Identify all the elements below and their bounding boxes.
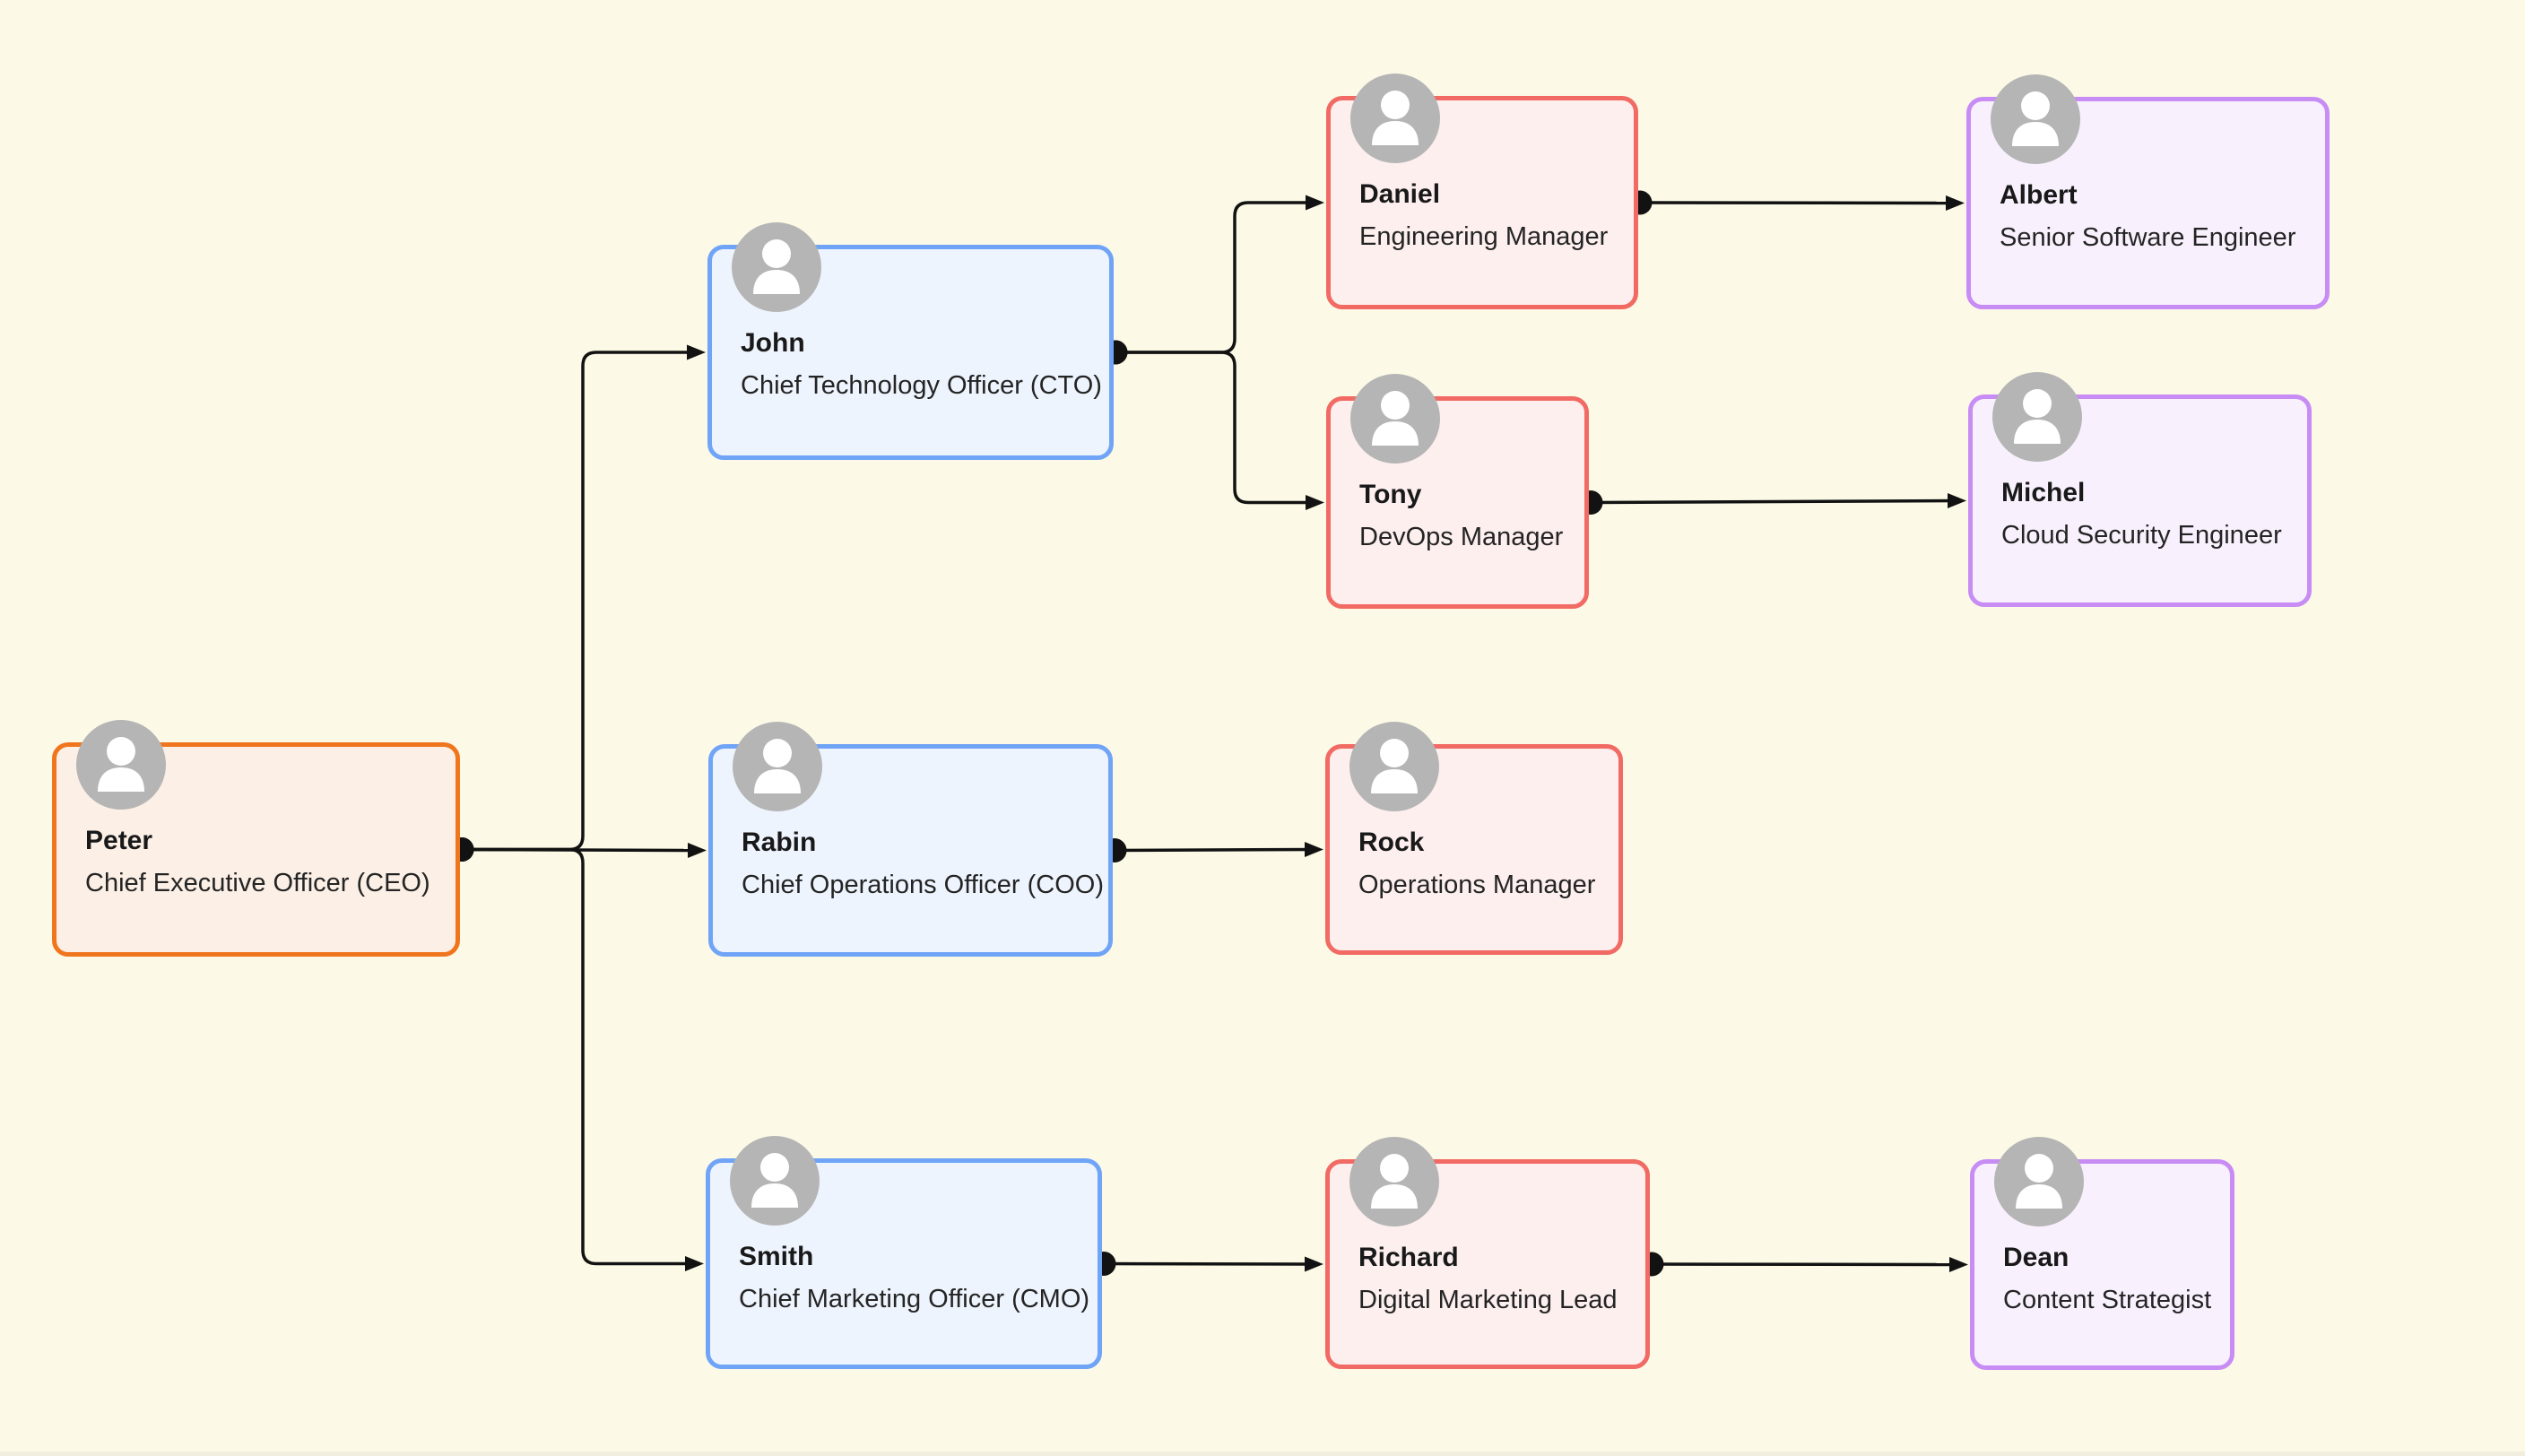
person-name: Tony	[1359, 480, 1422, 509]
edge-arrowhead	[1305, 842, 1323, 857]
org-node-tony[interactable]: Tony DevOps Manager	[1326, 374, 1589, 609]
edge-tony-michel	[1578, 490, 1966, 515]
edge-arrowhead	[1949, 1257, 1968, 1272]
edge-arrowhead	[685, 1256, 704, 1271]
org-node-rabin[interactable]: Rabin Chief Operations Officer (COO)	[708, 722, 1113, 957]
org-node-michel[interactable]: Michel Cloud Security Engineer	[1968, 372, 2312, 607]
avatar-icon	[1349, 1137, 1439, 1226]
edge-richard-dean	[1639, 1252, 1968, 1277]
edge-daniel-albert	[1627, 190, 1965, 215]
edge-peter-john	[449, 344, 706, 862]
person-name: Rock	[1358, 828, 1425, 857]
person-role: Cloud Security Engineer	[2001, 521, 2282, 550]
edge-arrowhead	[688, 843, 707, 858]
edge-arrowhead	[1306, 195, 1324, 211]
person-role: Chief Technology Officer (CTO)	[741, 371, 1102, 400]
edge-peter-smith	[449, 837, 704, 1271]
avatar-icon	[1991, 74, 2080, 164]
person-name: Dean	[2003, 1243, 2069, 1272]
avatar-icon	[733, 722, 822, 811]
org-node-john[interactable]: John Chief Technology Officer (CTO)	[707, 222, 1114, 460]
person-role: DevOps Manager	[1359, 523, 1564, 551]
person-name: John	[741, 328, 805, 358]
edge-arrowhead	[1948, 493, 1966, 508]
avatar-icon	[1994, 1137, 2084, 1226]
avatar-icon	[730, 1136, 820, 1226]
person-name: Michel	[2001, 478, 2086, 507]
edge-arrowhead	[687, 344, 706, 360]
person-name: Smith	[739, 1242, 814, 1271]
avatar-icon	[1992, 372, 2082, 462]
canvas-bottom-edge	[0, 1452, 2525, 1456]
edge-arrowhead	[1306, 495, 1324, 510]
org-node-albert[interactable]: Albert Senior Software Engineer	[1966, 74, 2330, 309]
edge-arrowhead	[1305, 1256, 1323, 1272]
person-role: Digital Marketing Lead	[1358, 1286, 1618, 1314]
edge-john-tony	[1103, 340, 1324, 510]
avatar-icon	[1350, 374, 1440, 464]
edge-john-daniel	[1103, 195, 1324, 365]
person-name: Albert	[2000, 180, 2078, 210]
edge-arrowhead	[1946, 195, 1965, 211]
person-name: Richard	[1358, 1243, 1459, 1272]
edge-peter-rabin	[449, 837, 707, 862]
avatar-icon	[1349, 722, 1439, 811]
edge-rabin-rock	[1102, 838, 1323, 862]
org-node-smith[interactable]: Smith Chief Marketing Officer (CMO)	[706, 1136, 1102, 1369]
person-role: Chief Operations Officer (COO)	[742, 871, 1104, 899]
person-role: Content Strategist	[2003, 1286, 2212, 1314]
person-role: Senior Software Engineer	[2000, 223, 2296, 252]
person-name: Rabin	[742, 828, 817, 857]
person-role: Operations Manager	[1358, 871, 1596, 899]
org-node-daniel[interactable]: Daniel Engineering Manager	[1326, 74, 1638, 309]
avatar-icon	[76, 720, 166, 810]
person-role: Engineering Manager	[1359, 222, 1609, 251]
person-role: Chief Marketing Officer (CMO)	[739, 1285, 1090, 1313]
edge-smith-richard	[1091, 1252, 1323, 1276]
avatar-icon	[732, 222, 821, 312]
avatar-icon	[1350, 74, 1440, 163]
person-role: Chief Executive Officer (CEO)	[85, 869, 430, 897]
org-node-rock[interactable]: Rock Operations Manager	[1325, 722, 1623, 955]
person-name: Peter	[85, 826, 153, 855]
org-node-dean[interactable]: Dean Content Strategist	[1970, 1137, 2234, 1370]
org-node-peter[interactable]: Peter Chief Executive Officer (CEO)	[52, 720, 460, 957]
org-node-richard[interactable]: Richard Digital Marketing Lead	[1325, 1137, 1650, 1369]
person-name: Daniel	[1359, 179, 1441, 209]
